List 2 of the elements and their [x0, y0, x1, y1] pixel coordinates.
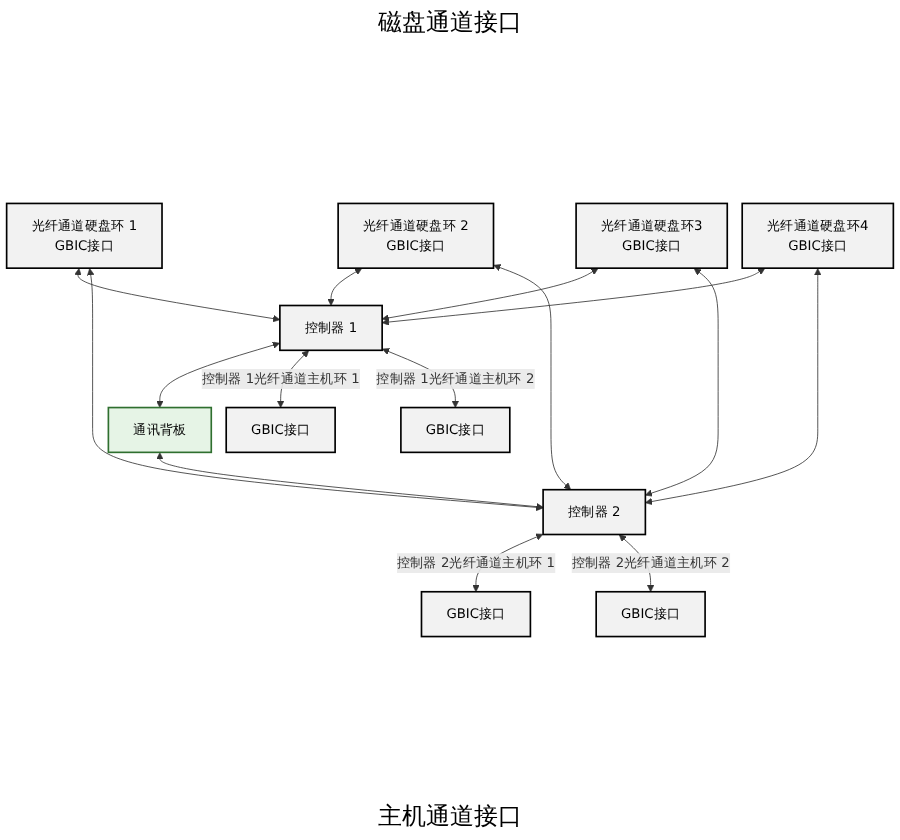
section-label: 磁盘通道接口	[378, 6, 522, 40]
section-label: 主机通道接口	[378, 800, 522, 834]
